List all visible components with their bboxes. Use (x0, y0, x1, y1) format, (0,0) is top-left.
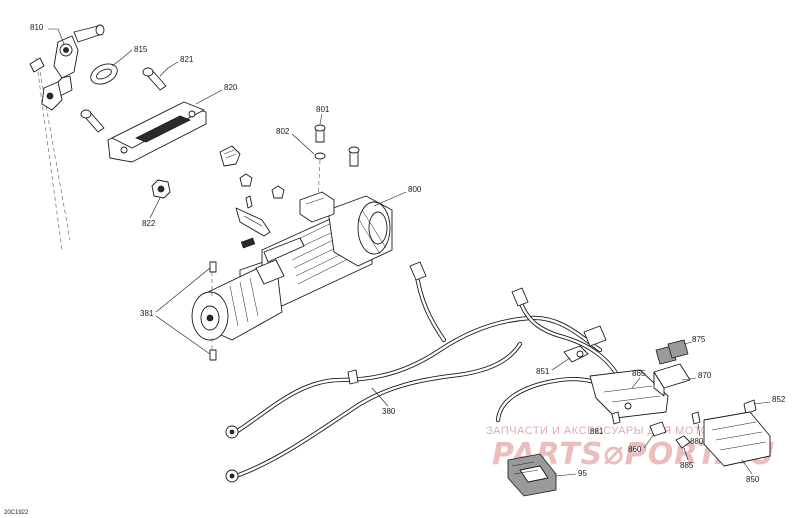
callout-815-label: 815 (134, 45, 148, 54)
part-381-screw-bottom[interactable] (209, 349, 217, 361)
callout-820: 820 (195, 83, 238, 105)
callout-850-label: 850 (746, 475, 760, 484)
part-bracket-small[interactable] (235, 207, 271, 237)
callout-810-label: 810 (30, 23, 44, 32)
callout-380-label: 380 (382, 407, 396, 416)
callout-822-label: 822 (142, 219, 156, 228)
part-870-relay[interactable] (653, 363, 691, 397)
callout-860-label: 860 (628, 445, 642, 454)
callout-822: 822 (142, 197, 161, 228)
part-875-relays[interactable] (655, 339, 689, 365)
part-screw-right[interactable] (348, 146, 360, 167)
part-380-harness[interactable] (225, 261, 623, 483)
callout-850: 850 (741, 459, 760, 484)
callout-802-label: 802 (276, 127, 290, 136)
diagram-code: 20C1922 (4, 510, 29, 516)
callout-800-label: 800 (408, 185, 422, 194)
part-810-handle[interactable] (29, 24, 105, 251)
callout-821: 821 (159, 55, 194, 77)
callout-865: 865 (631, 369, 646, 389)
watermark-caption: ЗАПЧАСТИ И АКСЕССУАРЫ ДЛЯ МОТОТЕХНИКИ (486, 425, 765, 437)
part-885-nut[interactable] (675, 435, 691, 449)
part-820-bolt[interactable] (80, 109, 105, 133)
part-881-screw[interactable] (611, 411, 621, 425)
part-852-terminal[interactable] (743, 399, 757, 415)
callout-851-label: 851 (536, 367, 550, 376)
callout-95: 95 (555, 469, 587, 478)
part-95-switch[interactable] (507, 453, 557, 497)
callout-810: 810 (30, 23, 65, 45)
callout-875: 875 (683, 335, 706, 345)
callout-885-label: 885 (680, 461, 694, 470)
part-381-motor[interactable] (191, 259, 285, 341)
callout-880-label: 880 (690, 437, 704, 446)
part-880-screw[interactable] (691, 411, 701, 425)
part-nut-small-2[interactable] (271, 185, 285, 199)
callout-870: 870 (681, 371, 712, 381)
part-screw-small[interactable] (245, 195, 253, 209)
part-822-nut[interactable] (151, 179, 171, 199)
callout-801-label: 801 (316, 105, 330, 114)
callout-815: 815 (111, 45, 148, 67)
callout-852: 852 (753, 395, 786, 405)
callout-380: 380 (371, 387, 396, 416)
part-860-clip[interactable] (649, 421, 667, 437)
part-802-washer[interactable] (314, 152, 326, 160)
callout-95-label: 95 (578, 469, 587, 478)
callout-852-label: 852 (772, 395, 786, 404)
part-850-module[interactable] (703, 411, 771, 467)
part-820-fairlead[interactable] (107, 101, 207, 163)
callout-875-label: 875 (692, 335, 706, 344)
part-865-bracket[interactable] (589, 369, 669, 419)
callout-885: 885 (680, 447, 694, 470)
callout-820-label: 820 (224, 83, 238, 92)
callout-881: 881 (590, 427, 604, 436)
part-821-bolt[interactable] (142, 67, 167, 91)
callout-851: 851 (536, 357, 571, 376)
callout-802: 802 (276, 127, 315, 155)
callout-381: 381 (140, 267, 211, 355)
callout-801: 801 (316, 105, 330, 125)
part-381-screw-top[interactable] (209, 261, 217, 273)
part-clamp[interactable] (219, 145, 241, 167)
callout-800: 800 (373, 185, 422, 207)
callout-821-label: 821 (180, 55, 194, 64)
part-nut-small-1[interactable] (239, 173, 253, 187)
part-801-bolt[interactable] (314, 124, 326, 143)
part-815-ring[interactable] (88, 60, 121, 88)
callout-870-label: 870 (698, 371, 712, 380)
callout-381-label: 381 (140, 309, 154, 318)
callout-881-label: 881 (590, 427, 604, 436)
callout-860: 860 (628, 433, 655, 454)
callout-880: 880 (690, 423, 704, 446)
callout-865-label: 865 (632, 369, 646, 378)
